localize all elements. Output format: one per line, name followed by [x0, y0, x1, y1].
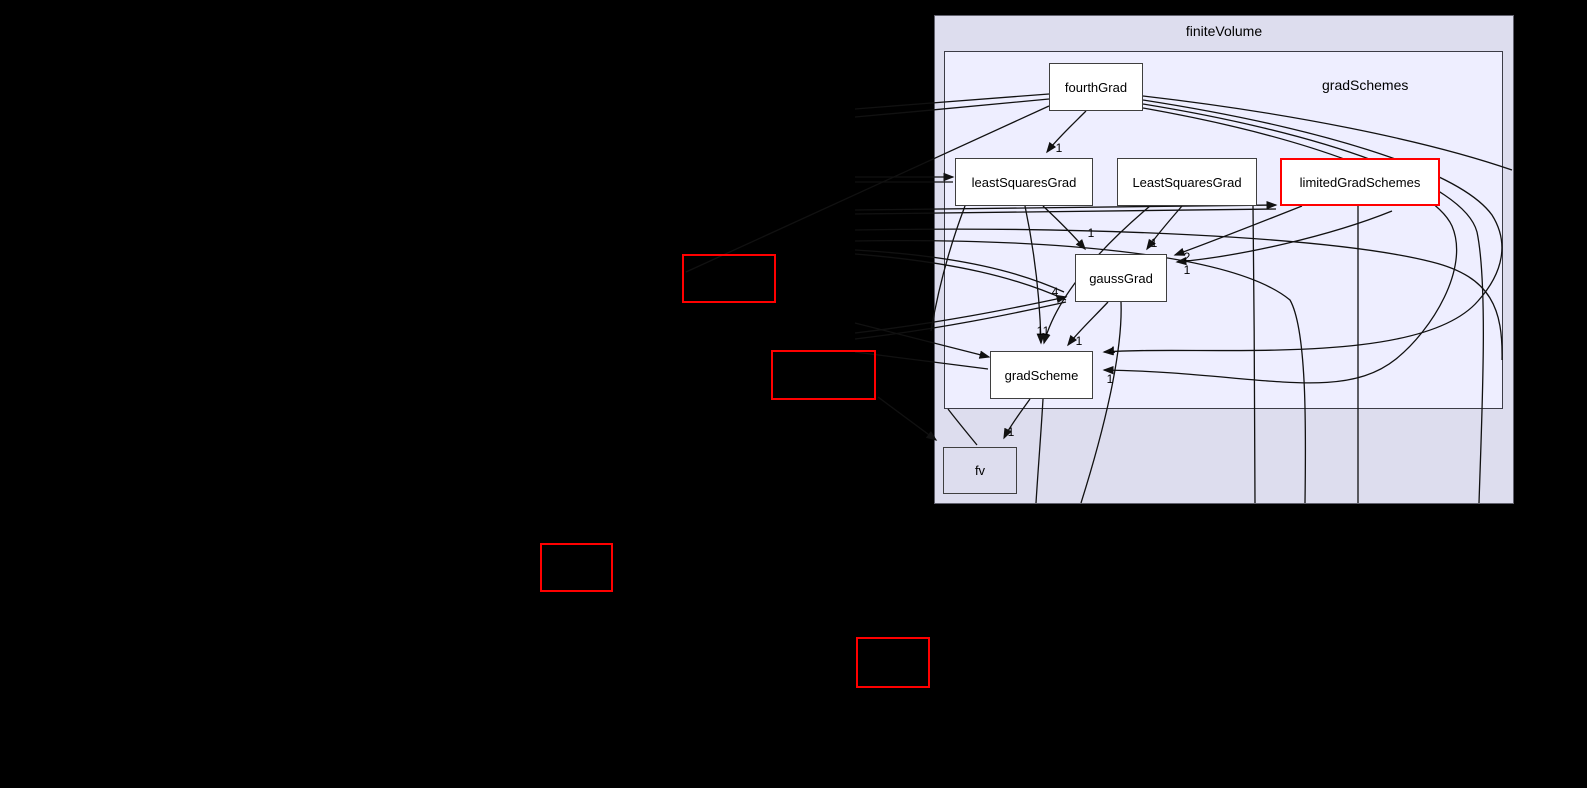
node-gaussGrad[interactable]: gaussGrad: [1075, 254, 1167, 302]
edge: [854, 228, 1503, 361]
edge: [1102, 107, 1458, 384]
edge: [1024, 205, 1045, 345]
edge-count-label: 4: [1051, 285, 1059, 299]
edge-count-label: 1: [1183, 263, 1191, 277]
external-node-2[interactable]: [771, 350, 876, 400]
edge-count-label: 1: [1042, 324, 1050, 338]
edge: [1003, 398, 1031, 440]
edge: [854, 322, 991, 359]
edge: [854, 351, 989, 370]
edge-count-label: 1: [1007, 425, 1015, 439]
edge: [1146, 205, 1183, 251]
edge: [854, 253, 1067, 301]
edge-count-label: 1: [1150, 236, 1158, 250]
edge: [1046, 110, 1087, 154]
edge: [930, 205, 966, 332]
external-node-3[interactable]: [540, 543, 613, 592]
edge-count-label: 1: [1106, 372, 1114, 386]
edge: [1175, 210, 1393, 266]
edge: [1035, 398, 1044, 504]
node-fourthGrad[interactable]: fourthGrad: [1049, 63, 1143, 111]
edge-count-label: 2: [1183, 250, 1191, 264]
external-node-1[interactable]: [682, 254, 776, 303]
edge-count-label: 1: [1055, 141, 1063, 155]
edge-count-label: 1: [1087, 226, 1095, 240]
edge: [854, 249, 1065, 293]
cluster-title-gradSchemes: gradSchemes: [1322, 77, 1409, 93]
external-node-4[interactable]: [856, 637, 930, 688]
edge-count-label: 1: [1036, 324, 1044, 338]
edge: [1142, 103, 1484, 504]
node-fv[interactable]: fv: [943, 447, 1017, 494]
edge: [947, 408, 978, 446]
edge: [1042, 205, 1086, 251]
edge: [854, 98, 1050, 118]
edge: [854, 208, 1277, 215]
edge: [1067, 301, 1109, 347]
edge: [1080, 301, 1122, 504]
node-LeastSquaresGrad[interactable]: LeastSquaresGrad: [1117, 158, 1257, 206]
edge: [1252, 205, 1256, 504]
edge: [854, 294, 1068, 334]
edge: [685, 105, 1050, 273]
edge: [854, 301, 1067, 340]
edge: [877, 396, 938, 441]
edge: [1142, 95, 1513, 171]
node-leastSquaresGrad[interactable]: leastSquaresGrad: [955, 158, 1093, 206]
edge: [854, 239, 1307, 504]
node-limitedGradSchemes[interactable]: limitedGradSchemes: [1280, 158, 1440, 206]
edge: [1173, 205, 1303, 256]
edge-count-label: 1: [1075, 334, 1083, 348]
edge-count-label: 4: [1108, 344, 1116, 358]
edge: [1102, 99, 1503, 356]
edge: [854, 93, 1050, 110]
node-gradScheme[interactable]: gradScheme: [990, 351, 1093, 399]
cluster-title-finiteVolume: finiteVolume: [1185, 23, 1263, 39]
